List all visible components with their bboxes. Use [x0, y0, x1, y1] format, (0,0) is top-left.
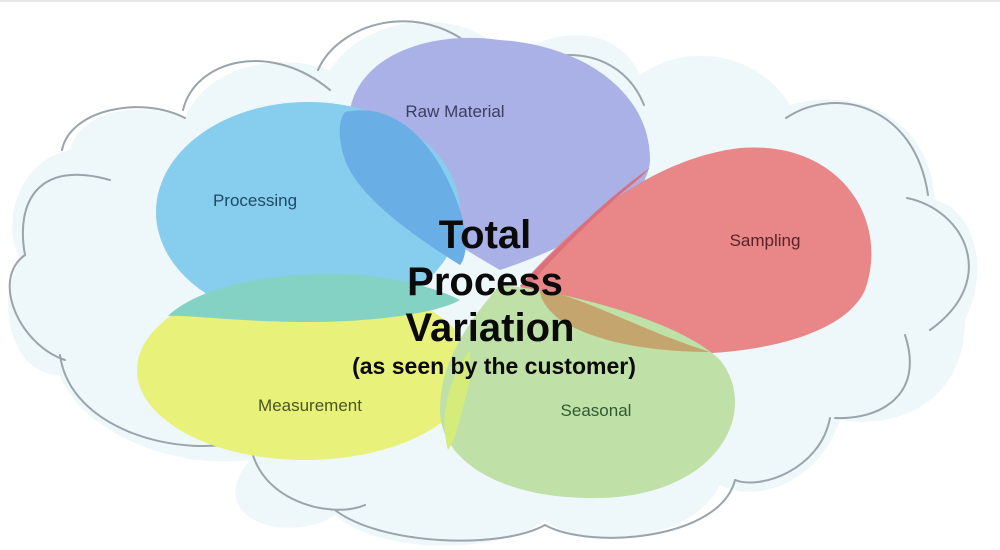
title-line-2: Process: [407, 260, 563, 304]
label-raw-material: Raw Material: [405, 102, 504, 121]
title-line-1: Total: [439, 213, 532, 257]
petal-measurement: [137, 274, 473, 460]
label-sampling: Sampling: [730, 231, 801, 250]
petal-seasonal: [440, 285, 735, 499]
title-subtitle: (as seen by the customer): [352, 353, 636, 379]
title-line-3: Variation: [406, 306, 575, 350]
label-measurement: Measurement: [258, 396, 362, 415]
petal-sampling: [520, 147, 872, 355]
top-border: [0, 0, 1000, 2]
label-processing: Processing: [213, 191, 297, 210]
petal-processing: [156, 102, 466, 322]
label-seasonal: Seasonal: [561, 401, 632, 420]
center-title: Total Process Variation (as seen by the …: [352, 213, 636, 379]
